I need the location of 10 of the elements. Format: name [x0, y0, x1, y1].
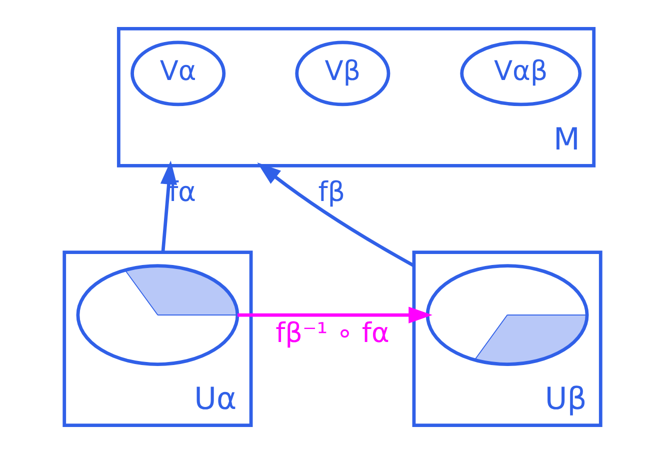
- edge-label: fβ⁻¹ ∘ fα: [275, 318, 389, 349]
- arrow: [160, 160, 177, 252]
- cluster: Uβ: [412, 250, 602, 428]
- arrow: [256, 162, 414, 268]
- arrow: [236, 306, 432, 324]
- node-ellipse: Vβ: [294, 40, 390, 106]
- node-ellipse: Vαβ: [460, 40, 582, 106]
- node-ellipse: Vα: [130, 40, 226, 106]
- cluster: Uα: [62, 250, 252, 428]
- edge-label: fβ: [318, 177, 345, 208]
